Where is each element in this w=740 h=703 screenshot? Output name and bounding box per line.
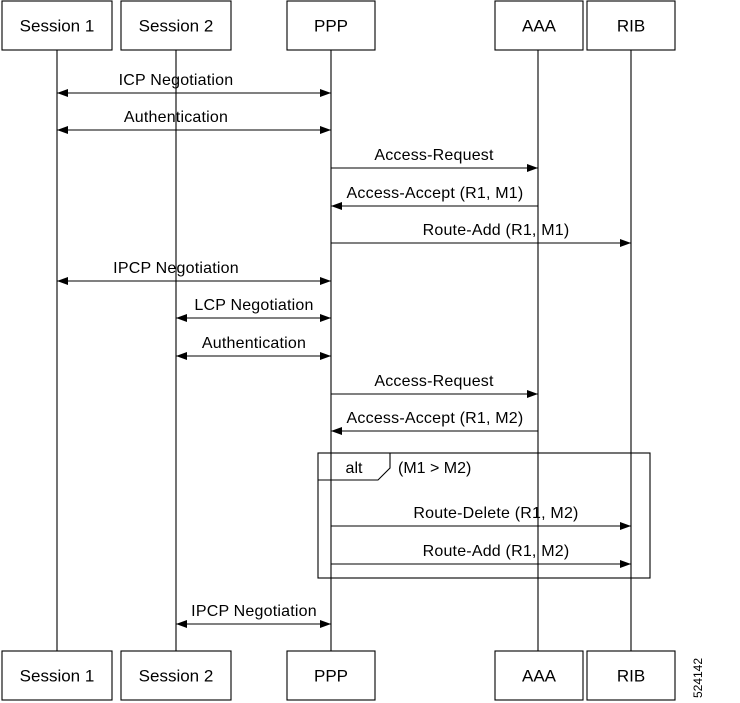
participant-label: PPP <box>314 667 348 686</box>
message-label: Authentication <box>124 109 228 126</box>
participant-label: Session 1 <box>20 17 95 36</box>
participant-box <box>1 0 113 51</box>
message: Authentication <box>176 335 331 360</box>
fragment-operator-tab <box>318 453 391 481</box>
message: Access-Accept (R1, M2) <box>331 410 538 435</box>
participant-session1-bottom: Session 1 <box>1 650 113 701</box>
message: Authentication <box>57 109 331 134</box>
message-label: Access-Accept (R1, M1) <box>347 185 524 202</box>
message-label: LCP Negotiation <box>194 297 313 314</box>
arrowhead <box>320 277 331 285</box>
participant-label: Session 2 <box>139 667 214 686</box>
participant-rib-bottom: RIB <box>586 650 676 701</box>
participant-label: Session 1 <box>20 667 95 686</box>
participant-box <box>494 650 584 701</box>
message-label: Access-Accept (R1, M2) <box>347 410 524 427</box>
fragment-operator: alt <box>346 460 363 477</box>
participants-bottom: Session 1 Session 2 PPP AAA RIB <box>1 650 676 701</box>
participant-box <box>494 0 584 51</box>
message: LCP Negotiation <box>176 297 331 322</box>
participant-aaa-bottom: AAA <box>494 650 584 701</box>
arrowhead <box>620 560 631 568</box>
participant-label: AAA <box>522 17 557 36</box>
participant-ppp-bottom: PPP <box>286 650 376 701</box>
message-label: Access-Request <box>374 373 494 390</box>
message: Route-Add (R1, M2) <box>331 543 631 568</box>
fragment-guard: (M1 > M2) <box>398 460 471 477</box>
message-label: Route-Add (R1, M1) <box>423 222 570 239</box>
participant-label: AAA <box>522 667 557 686</box>
messages: ICP NegotiationAuthenticationAccess-Requ… <box>57 72 651 628</box>
participant-session1-top: Session 1 <box>1 0 113 51</box>
combined-fragment-alt: alt (M1 > M2) Route-Delete (R1, M2) Route-A… <box>317 452 651 579</box>
participant-box <box>586 650 676 701</box>
participant-ppp-top: PPP <box>286 0 376 51</box>
arrowhead <box>331 427 342 435</box>
figure-id: 524142 <box>691 658 705 698</box>
message-label: Authentication <box>202 335 306 352</box>
participant-box <box>120 0 232 51</box>
message: ICP Negotiation <box>57 72 331 97</box>
arrowhead <box>331 202 342 210</box>
message: Access-Request <box>331 373 538 398</box>
arrowhead <box>527 390 538 398</box>
message: Route-Add (R1, M1) <box>331 222 631 247</box>
lifelines <box>56 50 632 651</box>
message: Access-Request <box>331 147 538 172</box>
message: Access-Accept (R1, M1) <box>331 185 538 210</box>
message-label: Route-Delete (R1, M2) <box>413 505 578 522</box>
participant-session2-bottom: Session 2 <box>120 650 232 701</box>
message-label: IPCP Negotiation <box>191 603 317 620</box>
participants-top: Session 1 Session 2 PPP AAA RIB <box>1 0 676 51</box>
participant-box <box>586 0 676 51</box>
arrowhead <box>176 314 187 322</box>
message-label: Route-Add (R1, M2) <box>423 543 570 560</box>
message: Route-Delete (R1, M2) <box>331 505 631 530</box>
participant-box <box>286 650 376 701</box>
arrowhead <box>176 620 187 628</box>
arrowhead <box>320 126 331 134</box>
arrowhead <box>320 352 331 360</box>
arrowhead <box>620 522 631 530</box>
participant-label: RIB <box>617 17 645 36</box>
arrowhead <box>620 239 631 247</box>
participant-label: RIB <box>617 667 645 686</box>
message: IPCP Negotiation <box>57 260 331 285</box>
arrowhead <box>57 277 68 285</box>
arrowhead <box>57 126 68 134</box>
fragment-frame <box>317 452 651 579</box>
arrowhead <box>320 620 331 628</box>
participant-rib-top: RIB <box>586 0 676 51</box>
arrowhead <box>320 314 331 322</box>
arrowhead <box>527 164 538 172</box>
participant-box <box>286 0 376 51</box>
participant-box <box>1 650 113 701</box>
participant-box <box>120 650 232 701</box>
arrowhead <box>320 89 331 97</box>
message: IPCP Negotiation <box>176 603 331 628</box>
participant-label: PPP <box>314 17 348 36</box>
message-label: Access-Request <box>374 147 494 164</box>
participant-aaa-top: AAA <box>494 0 584 51</box>
participant-session2-top: Session 2 <box>120 0 232 51</box>
message-label: IPCP Negotiation <box>113 260 239 277</box>
participant-label: Session 2 <box>139 17 214 36</box>
arrowhead <box>57 89 68 97</box>
message-label: ICP Negotiation <box>119 72 234 89</box>
arrowhead <box>176 352 187 360</box>
